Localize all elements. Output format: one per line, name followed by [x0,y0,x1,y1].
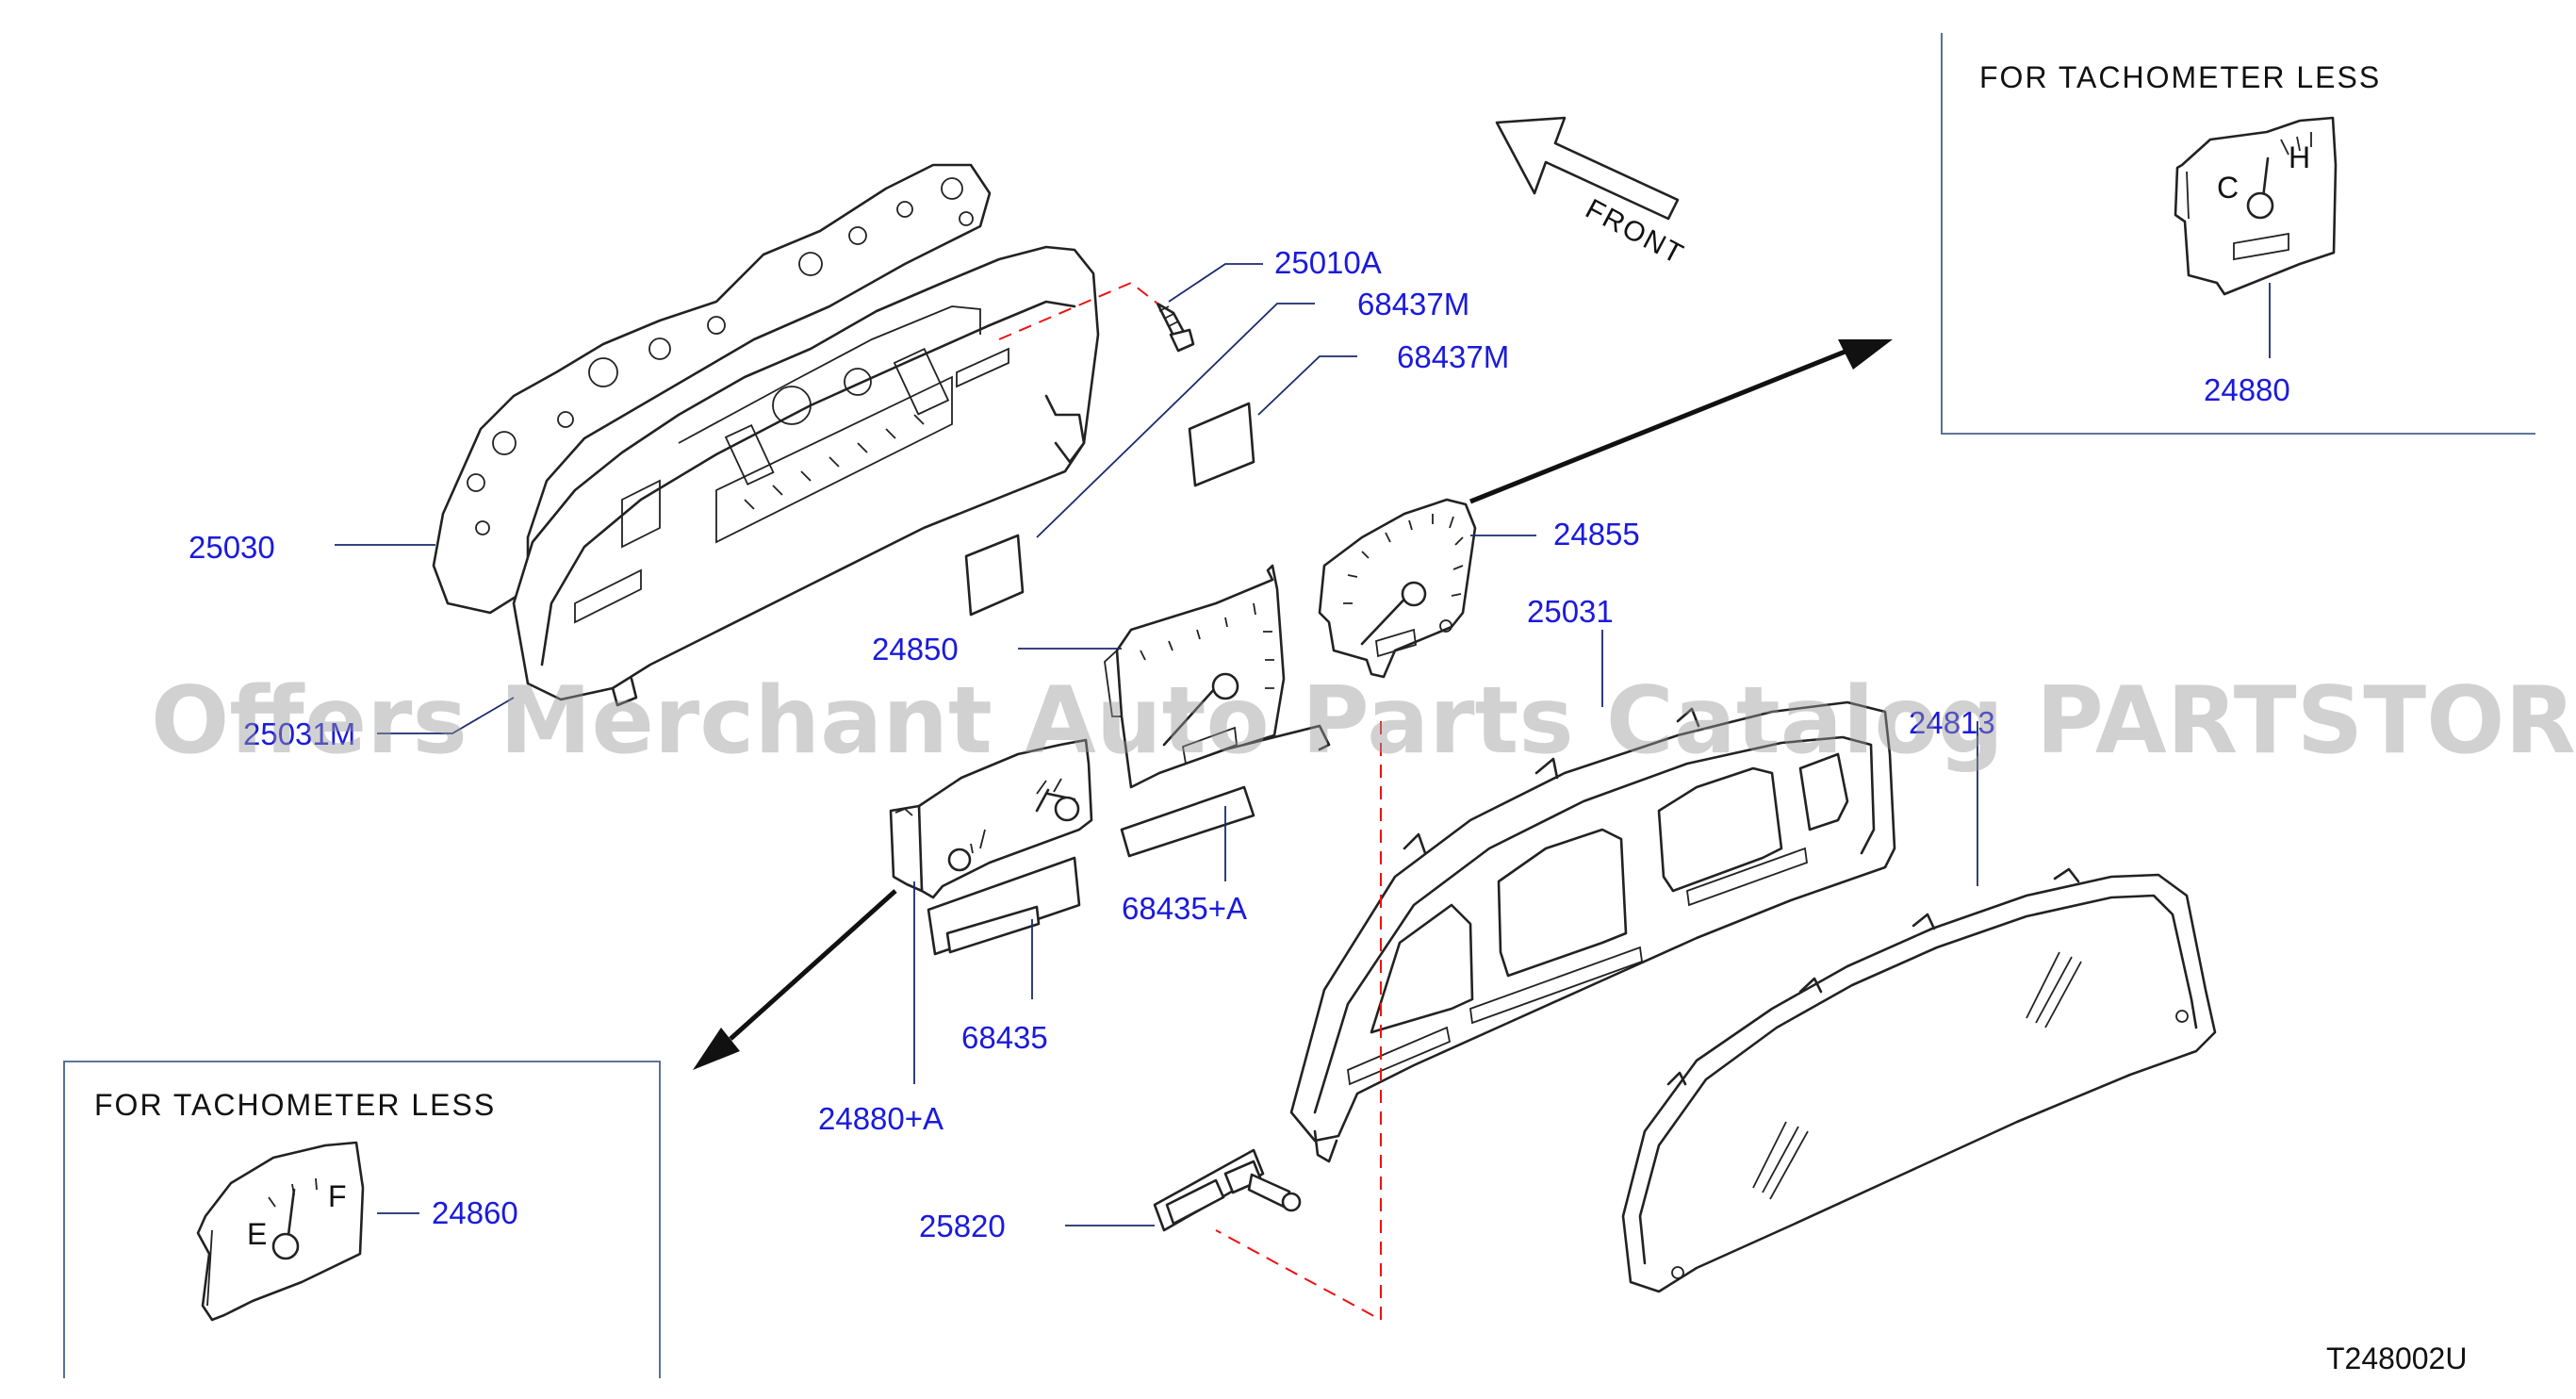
arrow-to-inset-top-right [1469,339,1893,504]
label-68435A: 68435+A [1122,891,1247,926]
label-24880: 24880 [2204,372,2290,407]
label-25820: 25820 [919,1209,1006,1243]
label-68437M-b: 68437M [1397,339,1509,374]
inset-box-bottom-left: FOR TACHOMETER LESS E F 24860 [63,1061,661,1378]
temp-gauge-24880-illustration: C H [2174,116,2338,296]
tachometer-24855 [1318,498,1477,679]
drawing-code: T248002U [2326,1341,2467,1375]
pad-68437M-a [964,534,1025,617]
alignment-dashed-guide [1215,721,1382,1322]
label-68435: 68435 [961,1020,1048,1055]
meter-lens-24813 [1621,867,2217,1293]
temp-letter-c: C [2217,171,2239,205]
screw-25010A [1156,302,1195,353]
leader-25031M [377,697,515,734]
leader-68437M-b [1257,355,1357,416]
inset-box-top-right: FOR TACHOMETER LESS C H 24880 [1941,33,2535,435]
inset-title-top-right: FOR TACHOMETER LESS [1979,60,2381,94]
label-24850: 24850 [872,632,959,667]
meter-mask-25031 [1289,700,1896,1163]
label-24860: 24860 [432,1195,518,1230]
fuel-letter-f: F [328,1179,347,1213]
front-direction-indicator: FRONT [1495,116,1690,271]
label-25031: 25031 [1527,594,1614,629]
label-25010A: 25010A [1274,245,1382,280]
gasket-68435 [927,856,1081,956]
fuel-letter-e: E [247,1217,267,1251]
pad-68437M-b [1188,402,1255,487]
label-68437M-a: 68437M [1357,287,1469,321]
watermark-text: Offers Merchant Auto Parts Catalog PARTS… [151,667,2576,775]
leader-68437M-a [1036,303,1315,538]
screw-dashed-guide [998,281,1158,340]
label-24855: 24855 [1553,517,1640,551]
arrow-to-inset-bottom-left [693,889,897,1070]
label-25031M: 25031M [243,716,355,751]
trip-switch-25820 [1153,1148,1302,1232]
label-24813: 24813 [1909,705,1995,740]
fuel-gauge-24860-illustration: E F [196,1141,365,1322]
fuel-temp-gauge-24880A [889,738,1093,899]
label-25030: 25030 [189,530,275,565]
leader-25010A [1168,263,1263,303]
inset-title-bottom-left: FOR TACHOMETER LESS [94,1088,496,1122]
speedometer-24850 [1104,564,1331,789]
meter-case-25031M [512,245,1100,707]
gasket-68435A [1120,785,1255,858]
front-label: FRONT [1581,193,1690,271]
label-24880A: 24880+A [818,1101,943,1136]
temp-letter-h: H [2289,140,2310,174]
